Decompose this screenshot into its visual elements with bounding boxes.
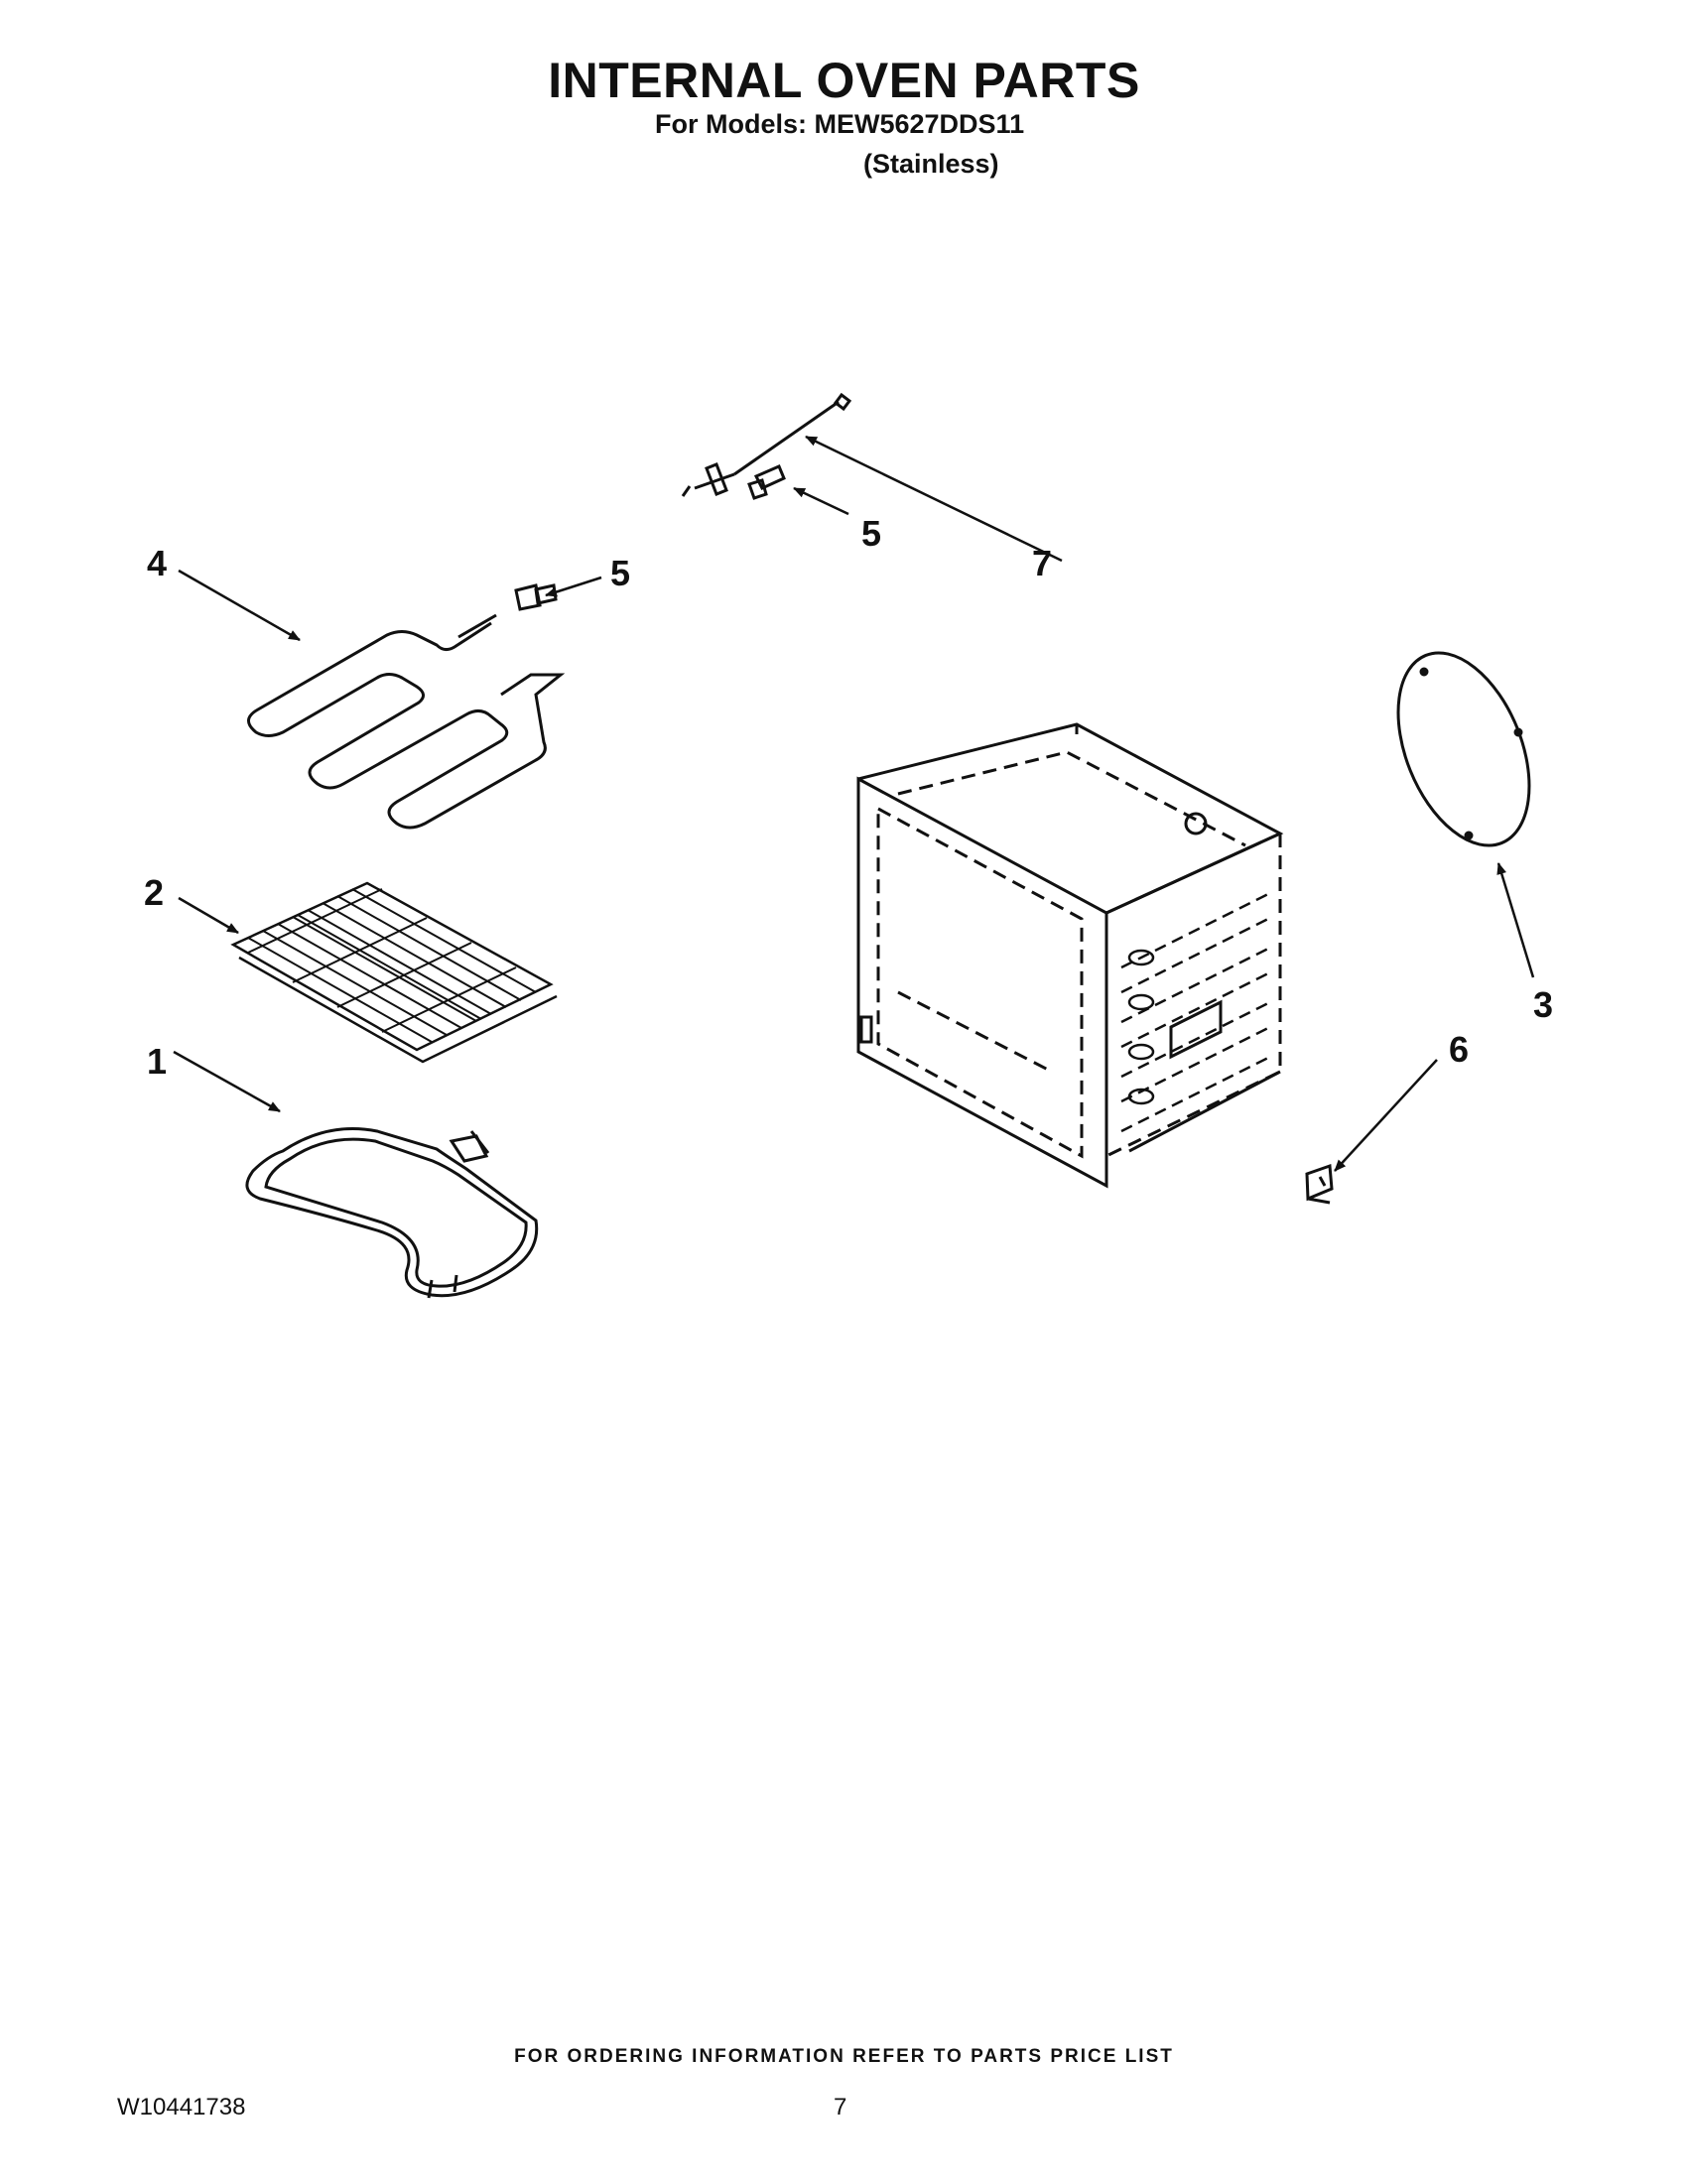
mounting-screw-upper	[747, 464, 786, 500]
page-number: 7	[834, 2094, 847, 2120]
cover-gasket-ring	[1396, 651, 1531, 847]
callout-2: 2	[144, 872, 164, 913]
callout-4: 4	[147, 543, 167, 583]
bake-element	[245, 1127, 539, 1299]
callout-5-upper: 5	[861, 513, 881, 554]
callout-6: 6	[1449, 1029, 1469, 1070]
mounting-bracket	[1305, 1163, 1334, 1205]
page-title: INTERNAL OVEN PARTS	[548, 53, 1140, 108]
callout-3: 3	[1533, 984, 1553, 1025]
oven-cavity-liner	[856, 722, 1284, 1189]
mounting-screw-left	[514, 583, 558, 611]
variant-line: (Stainless)	[863, 149, 999, 179]
leader-arrows	[173, 435, 1535, 1172]
oven-temperature-sensor	[681, 392, 852, 497]
document-number: W10441738	[117, 2094, 246, 2120]
callout-5-left: 5	[610, 553, 630, 593]
models-line: For Models: MEW5627DDS11	[655, 109, 1025, 139]
callout-7: 7	[1032, 543, 1052, 583]
ordering-note: FOR ORDERING INFORMATION REFER TO PARTS …	[514, 2046, 1174, 2067]
callout-1: 1	[147, 1041, 167, 1082]
broil-element	[247, 613, 566, 830]
callout-labels: 1 2 3 4 5 5 6 7	[144, 513, 1553, 1082]
oven-rack	[230, 881, 558, 1064]
